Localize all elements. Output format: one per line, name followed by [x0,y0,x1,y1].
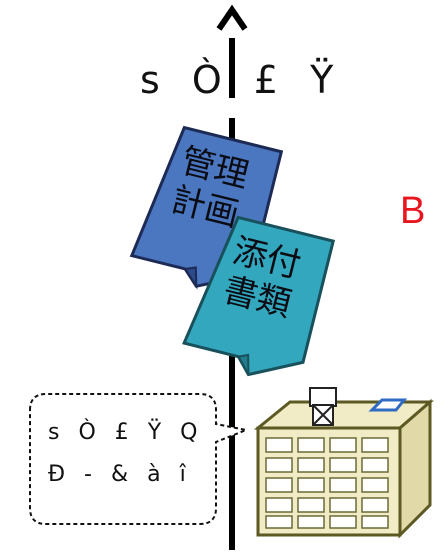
condominium-building-icon [253,387,435,539]
timeline-label: s Ò £ Ÿ [140,58,344,102]
side-mark: B [400,190,426,232]
arrow-up-icon [216,4,248,31]
attached-documents-document [182,215,336,377]
speech-bubble-line2: Ð - & à î [48,462,192,487]
speech-bubble-line1: s Ò £ Ÿ Q [48,420,204,445]
speech-bubble [29,393,250,525]
